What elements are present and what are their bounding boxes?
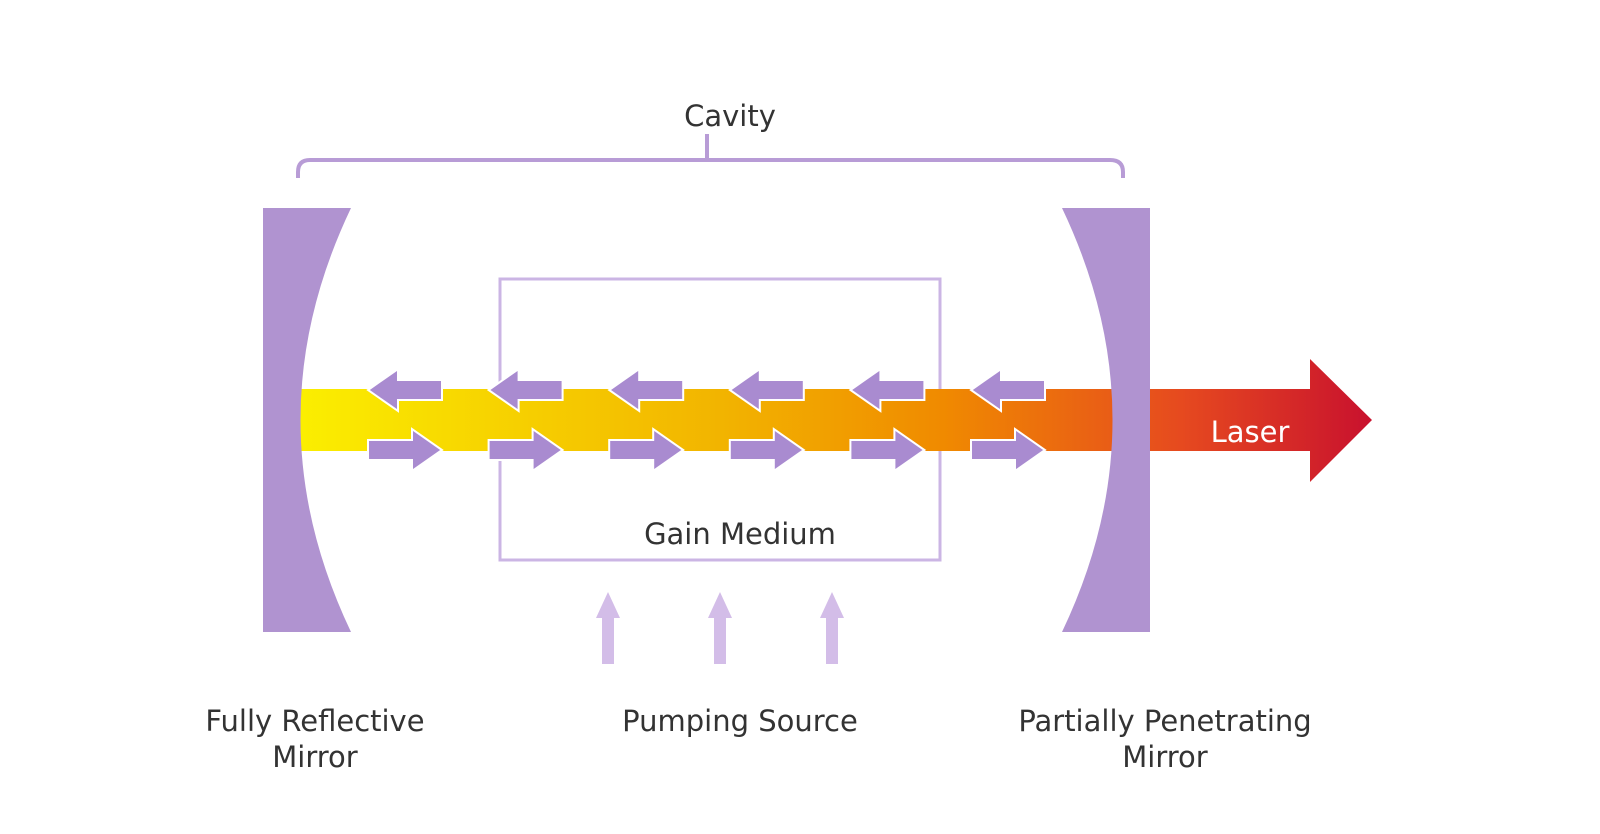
photon-arrow-right xyxy=(608,427,685,473)
cavity-bracket xyxy=(296,134,1125,178)
cavity-bracket-line xyxy=(296,158,1125,178)
cavity-label: Cavity xyxy=(684,99,776,133)
photon-arrow-right xyxy=(367,427,444,473)
pumping-source-arrows xyxy=(596,592,844,664)
laser-beam xyxy=(295,359,1372,482)
photon-arrow-left xyxy=(969,367,1046,413)
photon-arrow-right xyxy=(728,427,806,473)
fully-reflective-mirror-label-line2: Mirror xyxy=(272,740,358,774)
partially-penetrating-mirror-label-line1: Partially Penetrating xyxy=(1018,704,1312,738)
photon-arrow-left xyxy=(607,367,685,413)
fully-reflective-mirror xyxy=(263,208,351,632)
pumping-source-label: Pumping Source xyxy=(622,704,858,738)
photon-arrow-left xyxy=(366,367,443,413)
pump-arrow xyxy=(820,592,844,664)
partially-penetrating-mirror-label-line2: Mirror xyxy=(1122,740,1208,774)
pump-arrow xyxy=(708,592,732,664)
laser-label: Laser xyxy=(1210,415,1290,449)
photon-arrow-left xyxy=(728,367,805,413)
fully-reflective-mirror-label-line1: Fully Reflective xyxy=(205,704,425,738)
photon-arrows xyxy=(366,367,1047,473)
photon-arrow-right xyxy=(487,427,565,473)
photon-arrow-right xyxy=(970,427,1047,473)
partially-penetrating-mirror-label: Partially Penetrating Mirror xyxy=(965,703,1365,775)
partially-penetrating-mirror xyxy=(1062,208,1150,632)
photon-arrow-left xyxy=(486,367,564,413)
fully-reflective-mirror-label: Fully Reflective Mirror xyxy=(165,703,465,775)
gain-medium-label: Gain Medium xyxy=(644,517,836,551)
photon-arrow-left xyxy=(848,367,926,413)
pump-arrow xyxy=(596,592,620,664)
photon-arrow-right xyxy=(849,427,927,473)
